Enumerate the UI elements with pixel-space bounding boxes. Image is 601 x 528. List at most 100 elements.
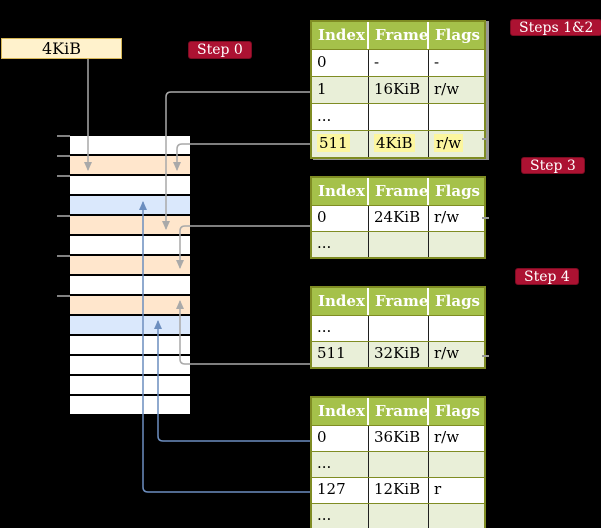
table-cell xyxy=(369,452,429,477)
column-header-frame: Frame xyxy=(369,288,429,315)
memory-frame-row-white xyxy=(70,276,190,296)
column-header-index: Index xyxy=(312,288,369,315)
column-header-index: Index xyxy=(312,178,369,205)
memory-frame-row-orange xyxy=(70,256,190,276)
memory-frame-row-orange xyxy=(70,296,190,316)
column-header-flags: Flags xyxy=(435,292,480,310)
stub-t2-entry0 xyxy=(482,217,489,219)
table-cell: - xyxy=(369,50,429,76)
table-cell: r/w xyxy=(434,134,464,152)
memory-tick xyxy=(57,135,70,137)
physical-memory-column xyxy=(70,136,190,416)
table-cell: ... xyxy=(312,452,369,477)
table-cell: 511 xyxy=(312,131,369,157)
arrow-t4-entry127-to-frame-12kib xyxy=(139,201,316,493)
arrow-t4-entry0-to-frame-36kib xyxy=(154,320,316,442)
table-cell: 16KiB xyxy=(369,77,429,103)
column-header-frame: Frame xyxy=(369,178,429,205)
table-cell: r/w xyxy=(434,80,460,98)
table-cell: 1 xyxy=(312,77,369,103)
table-cell: ... xyxy=(312,504,369,528)
column-header-flags: Flags xyxy=(435,402,480,420)
memory-frame-row-white xyxy=(70,136,190,156)
memory-frame-row-white xyxy=(70,176,190,196)
table-cell: 24KiB xyxy=(369,206,429,231)
badge-step-3: Step 3 xyxy=(521,157,585,174)
table-cell: 0 xyxy=(312,426,369,451)
table-cell xyxy=(429,452,484,477)
table-cell xyxy=(429,104,484,130)
badge-steps-1-2: Steps 1&2 xyxy=(510,19,601,36)
table-cell xyxy=(369,316,429,341)
table-row: ... xyxy=(312,451,484,477)
memory-tick xyxy=(57,255,70,257)
memory-tick xyxy=(57,295,70,297)
table-cell: ... xyxy=(312,104,369,130)
table-row: ... xyxy=(312,231,484,257)
memory-frame-row-white xyxy=(70,356,190,376)
table-cell: ... xyxy=(312,316,369,341)
table-cell: r/w xyxy=(434,208,460,226)
table-cell xyxy=(429,504,484,528)
column-header-flags: Flags xyxy=(435,182,480,200)
arrow-t1-entry1-to-frame-16kib xyxy=(162,91,316,230)
table-row: 0-- xyxy=(312,49,484,76)
table-cell: 36KiB xyxy=(369,426,429,451)
table-cell: 127 xyxy=(312,478,369,503)
table-cell xyxy=(369,232,429,257)
table-cell: 12KiB xyxy=(369,478,429,503)
table-row: ... xyxy=(312,503,484,528)
table-cell: 32KiB xyxy=(369,342,429,367)
table-cell: r xyxy=(434,480,442,498)
memory-frame-row-white xyxy=(70,236,190,256)
table-cell xyxy=(369,504,429,528)
root-table-address-box: 4KiB xyxy=(1,38,122,59)
stub-t3-entry511 xyxy=(482,355,489,357)
badge-step-4: Step 4 xyxy=(515,268,579,285)
table-cell xyxy=(429,316,484,341)
table-cell: - xyxy=(434,53,440,71)
root-table-address-label: 4KiB xyxy=(41,39,81,58)
table-cell: ... xyxy=(312,232,369,257)
column-header-index: Index xyxy=(312,22,369,49)
memory-frame-row-blue xyxy=(70,196,190,216)
table-cell: 0 xyxy=(312,206,369,231)
table-cell: 0 xyxy=(312,50,369,76)
memory-tick xyxy=(57,215,70,217)
memory-frame-row-white xyxy=(70,336,190,356)
table-row: ... xyxy=(312,103,484,130)
column-header-frame: Frame xyxy=(369,398,429,425)
table-cell xyxy=(369,104,429,130)
table-row: ... xyxy=(312,315,484,341)
arrow-t2-entry0-to-frame-24kib xyxy=(176,225,316,269)
memory-tick xyxy=(57,175,70,177)
table-cell: r/w xyxy=(434,428,460,446)
stub-t1-entry511 xyxy=(482,138,489,140)
badge-step-0: Step 0 xyxy=(188,41,252,59)
memory-frame-row-white xyxy=(70,376,190,396)
column-header-frame: Frame xyxy=(369,22,429,49)
arrow-t1-entry511-to-frame-4kib xyxy=(173,143,316,171)
column-header-flags: Flags xyxy=(435,26,480,44)
memory-frame-row-white xyxy=(70,396,190,416)
arrow-t3-entry511-to-frame-32kib xyxy=(176,300,316,365)
table-cell: 511 xyxy=(312,342,369,367)
table-cell: r/w xyxy=(434,344,460,362)
memory-tick xyxy=(57,155,70,157)
memory-frame-row-orange xyxy=(70,156,190,176)
